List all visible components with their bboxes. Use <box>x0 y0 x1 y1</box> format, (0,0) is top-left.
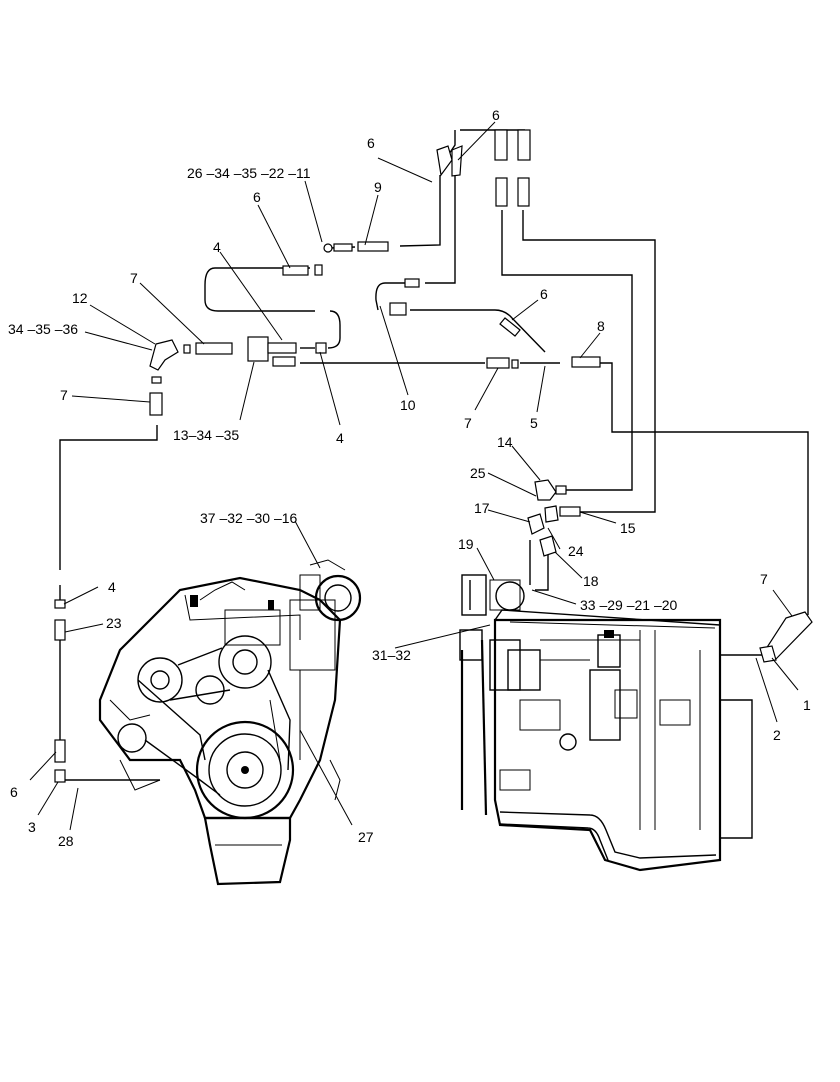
callout-label: 7 <box>464 415 472 431</box>
callout-label: 34 –35 –36 <box>8 321 78 337</box>
callout-label: 14 <box>497 434 513 450</box>
callout-label: 4 <box>213 239 221 255</box>
callout-label: 6 <box>10 784 18 800</box>
callout-label: 5 <box>530 415 538 431</box>
callout-label: 7 <box>60 387 68 403</box>
callout-label: 27 <box>358 829 374 845</box>
callout-label: 8 <box>597 318 605 334</box>
callout-label: 31–32 <box>372 647 411 663</box>
callout-label: 6 <box>367 135 375 151</box>
callout-labels: 6 6 26 –34 –35 –22 –11 6 9 4 7 12 34 –35… <box>8 107 811 849</box>
callout-label: 9 <box>374 179 382 195</box>
callout-label: 4 <box>336 430 344 446</box>
callout-label: 15 <box>620 520 636 536</box>
callout-label: 10 <box>400 397 416 413</box>
fittings <box>54 129 813 783</box>
callout-label: 19 <box>458 536 474 552</box>
callout-label: 6 <box>492 107 500 123</box>
callout-label: 26 –34 –35 –22 –11 <box>187 165 311 181</box>
callout-label: 23 <box>106 615 122 631</box>
callout-label: 4 <box>108 579 116 595</box>
callout-label: 6 <box>540 286 548 302</box>
callout-label: 2 <box>773 727 781 743</box>
callout-label: 33 –29 –21 –20 <box>580 597 678 613</box>
callout-label: 1 <box>803 697 811 713</box>
callout-label: 28 <box>58 833 74 849</box>
callout-label: 7 <box>130 270 138 286</box>
callout-label: 18 <box>583 573 599 589</box>
callout-label: 3 <box>28 819 36 835</box>
callout-label: 25 <box>470 465 486 481</box>
callout-label: 12 <box>72 290 88 306</box>
hose-routing <box>59 129 809 839</box>
callout-label: 7 <box>760 571 768 587</box>
leader-lines <box>29 121 799 831</box>
callout-label: 6 <box>253 189 261 205</box>
callout-label: 24 <box>568 543 584 559</box>
callout-label: 17 <box>474 500 490 516</box>
engine-side-view <box>459 574 722 872</box>
callout-label: 37 –32 –30 –16 <box>200 510 298 526</box>
engine-front-view <box>98 559 362 886</box>
callout-label: 13–34 –35 <box>173 427 239 443</box>
